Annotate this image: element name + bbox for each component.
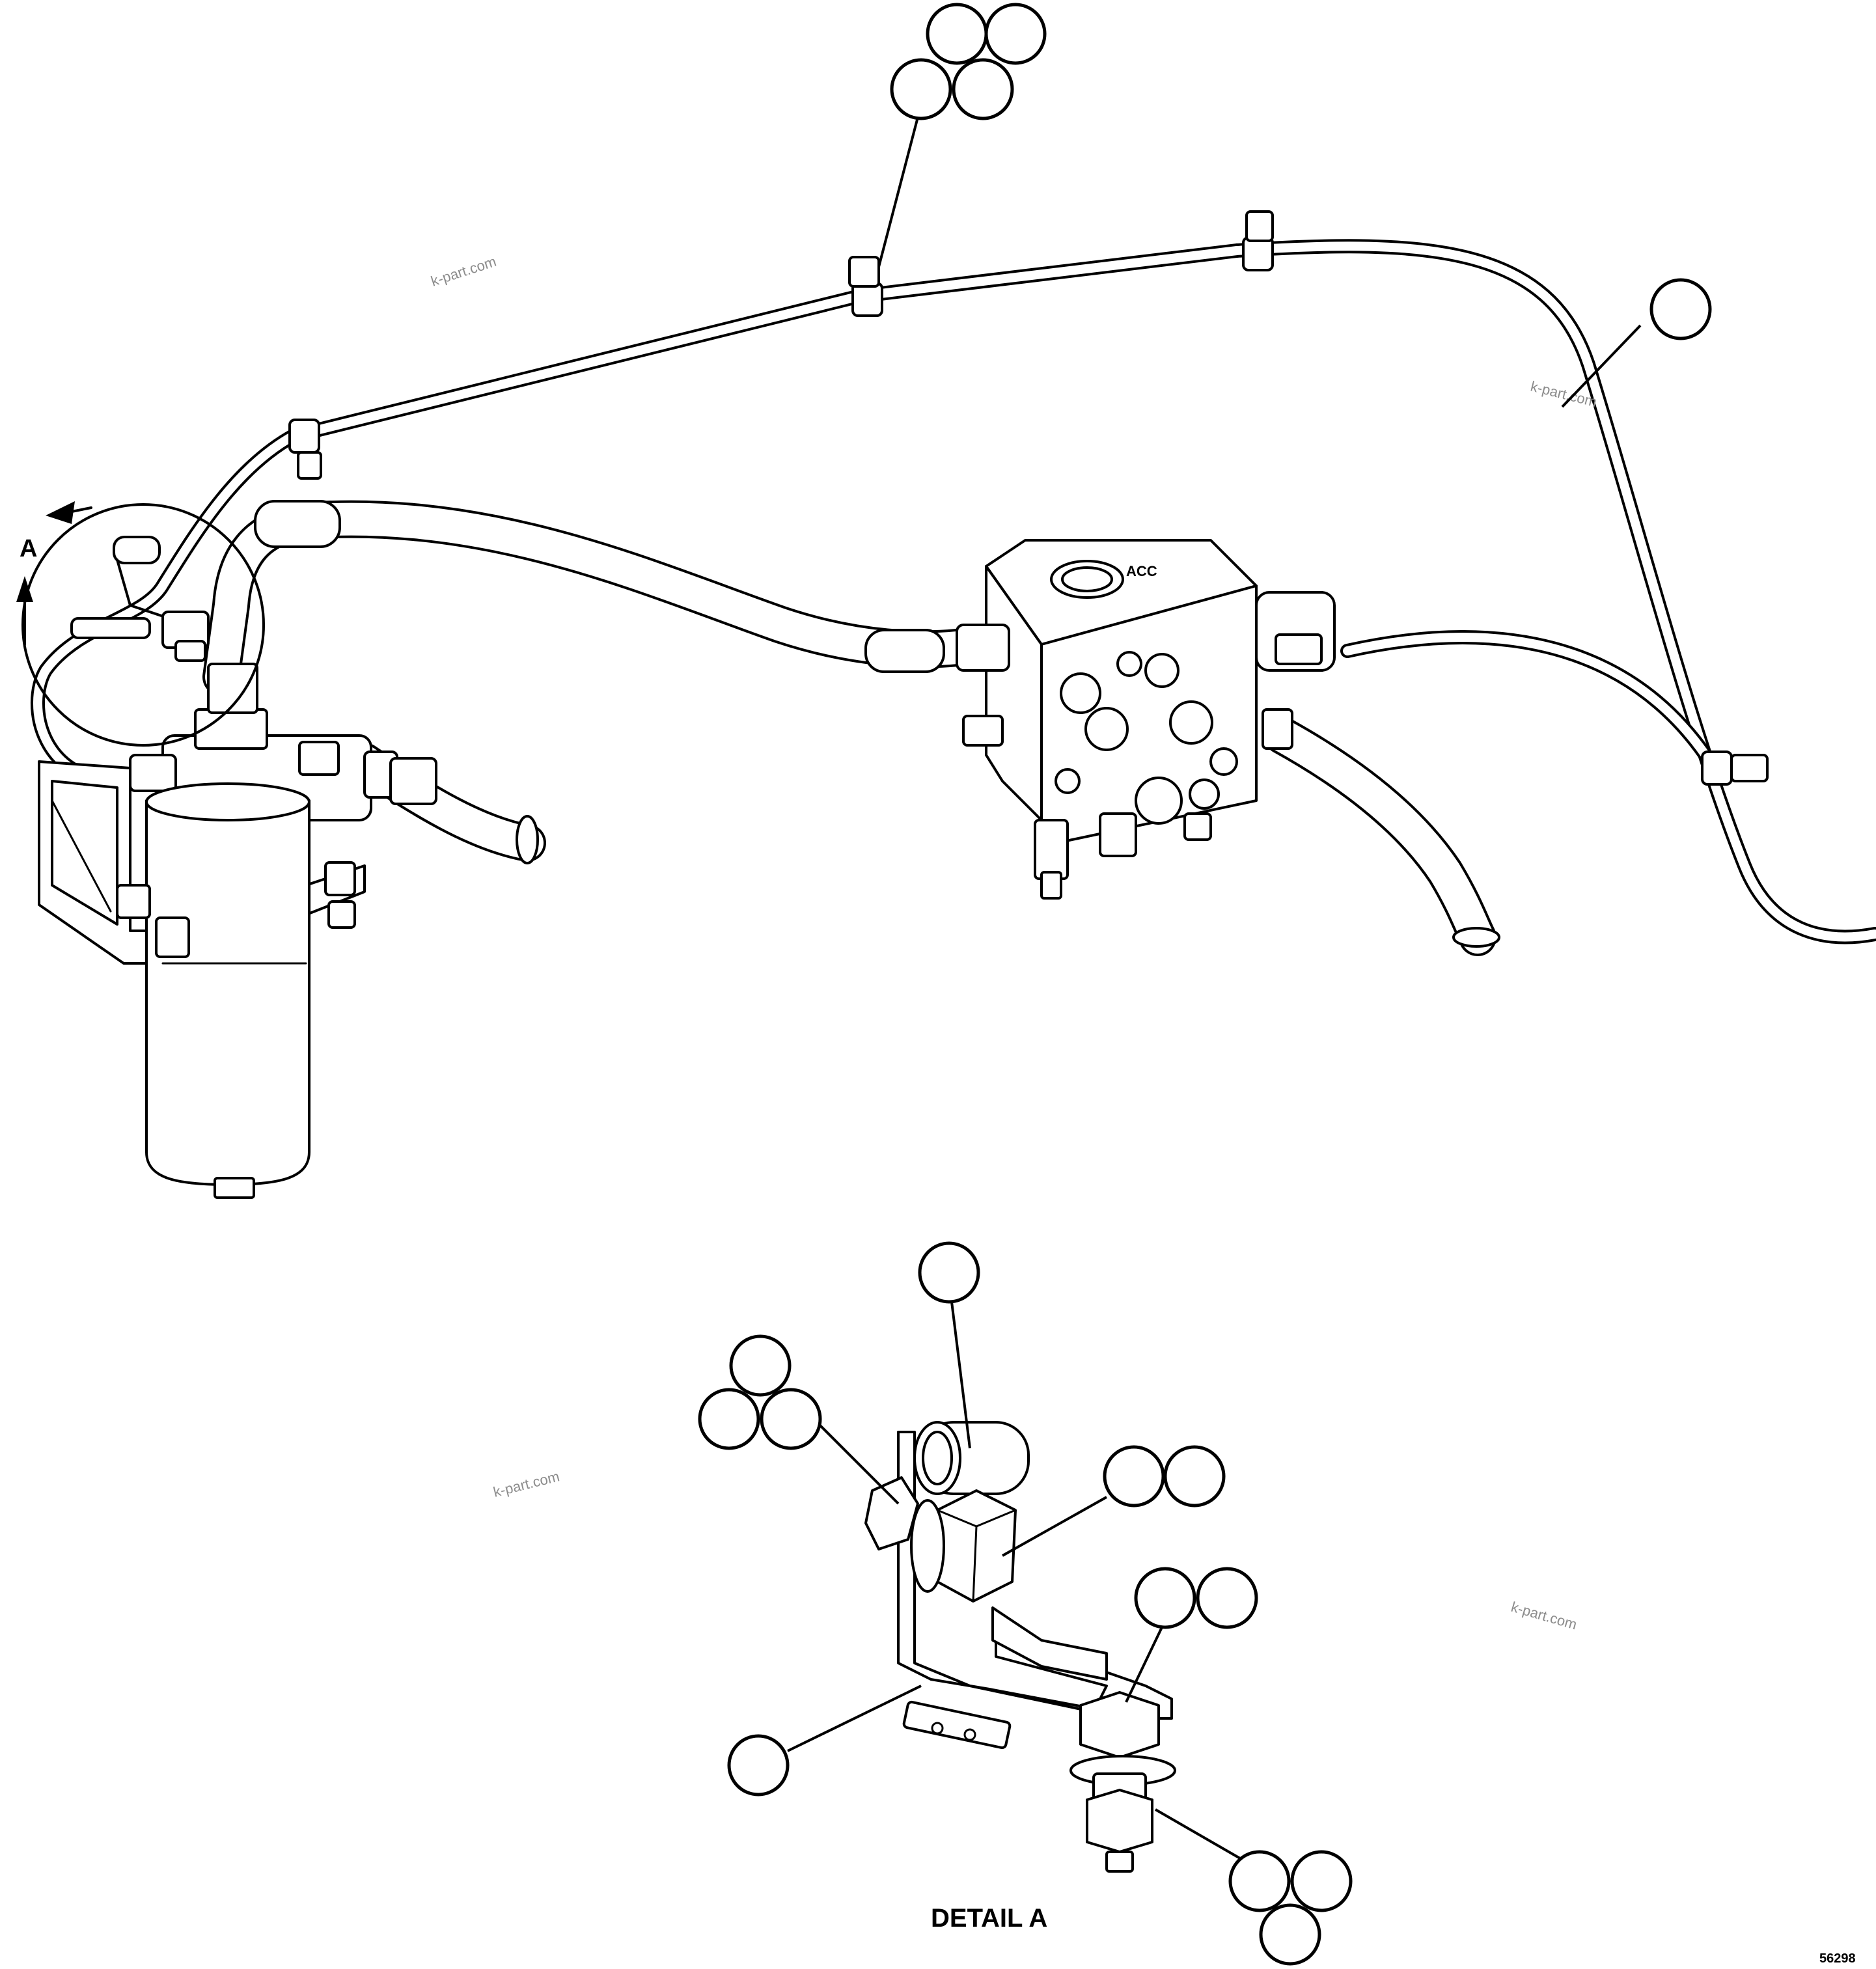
callout-balloon — [1163, 1445, 1226, 1508]
callout-balloon — [1649, 278, 1712, 340]
callout-leader — [812, 1418, 900, 1505]
return-hose — [1263, 717, 1497, 956]
watermark: k-part.com — [491, 1468, 561, 1500]
block-marking: ACC — [1126, 563, 1157, 579]
callout-balloon — [1259, 1903, 1321, 1966]
callout-balloon — [984, 3, 1047, 65]
callout-balloon — [890, 58, 952, 120]
view-arrow-head — [16, 576, 33, 602]
callout-balloon — [918, 1241, 980, 1304]
hose-sleeve — [864, 629, 945, 673]
callout-leader — [1125, 1627, 1163, 1703]
bracket-bolts — [116, 861, 356, 958]
callout-balloon — [760, 1388, 822, 1450]
detail-view-circle — [21, 503, 265, 747]
callout-leader — [1155, 1808, 1241, 1860]
view-marker-label: A — [20, 535, 37, 562]
callout-balloon — [698, 1388, 760, 1450]
watermark: k-part.com — [429, 253, 499, 290]
detail-caption: DETAIL A — [931, 1904, 1047, 1933]
callout-balloon — [727, 1734, 790, 1797]
watermark: k-part.com — [1510, 1599, 1579, 1633]
callout-leader — [950, 1301, 971, 1449]
callout-balloon — [952, 58, 1014, 120]
callout-leader — [1561, 324, 1642, 408]
callout-balloon — [1290, 1850, 1353, 1912]
callout-balloon — [1103, 1445, 1165, 1508]
callout-leader — [877, 117, 919, 268]
callout-leader — [1002, 1496, 1107, 1557]
hose-end — [516, 815, 539, 864]
tube-clamps — [288, 210, 1769, 786]
drawing-number: 56298 — [1819, 1951, 1856, 1966]
filter-canister — [145, 782, 310, 1199]
sensor-tube — [30, 239, 1876, 944]
view-arrow-head — [46, 501, 75, 524]
callout-balloon — [926, 3, 988, 65]
callout-balloon — [729, 1334, 792, 1397]
callout-balloon — [1134, 1567, 1196, 1629]
detail-a-assembly — [864, 1421, 1176, 1873]
valve-block: ACC — [956, 539, 1336, 900]
hose-sleeve — [254, 500, 341, 548]
detail-clip-preview — [70, 536, 210, 662]
callout-balloon — [1196, 1567, 1258, 1629]
solenoid-wire — [1340, 630, 1713, 762]
hose-end — [1452, 927, 1500, 948]
callout-leader — [787, 1685, 922, 1752]
callout-balloon — [1228, 1850, 1291, 1912]
